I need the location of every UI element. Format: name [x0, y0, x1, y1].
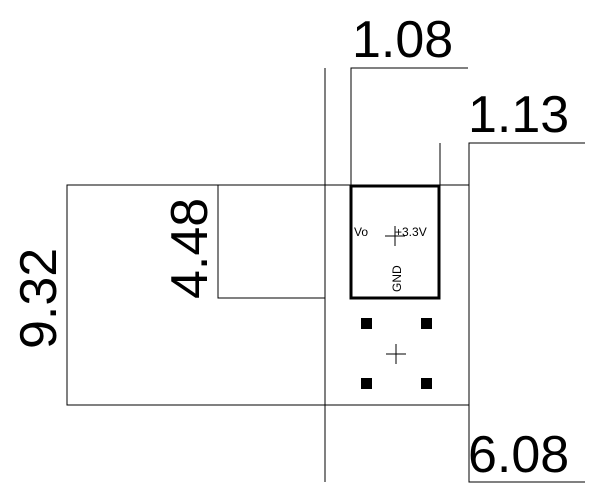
module-height-bracket — [217, 185, 325, 299]
dimension-label-top-offset: 1.13 — [468, 86, 569, 144]
mounting-pad-top-left — [361, 318, 372, 329]
mounting-pad-bottom-left — [361, 378, 372, 389]
dimension-label-bottom-width: 6.08 — [468, 426, 569, 484]
pin-label-gnd: GND — [390, 265, 404, 292]
mounting-pad-bottom-right — [421, 378, 432, 389]
board-outline — [66, 184, 470, 406]
dimension-label-top-width: 1.08 — [352, 11, 453, 69]
dimension-label-module-height: 4.48 — [161, 198, 219, 299]
dimension-label-board-height: 9.32 — [10, 248, 68, 349]
sensor-module — [349, 184, 441, 300]
right-edge-bracket — [468, 142, 585, 483]
top-width-bracket — [350, 67, 468, 185]
pin-label-vo: Vo — [354, 225, 368, 239]
pin-label-3v3: +3.3V — [395, 225, 427, 239]
mounting-pad-top-right — [421, 318, 432, 329]
